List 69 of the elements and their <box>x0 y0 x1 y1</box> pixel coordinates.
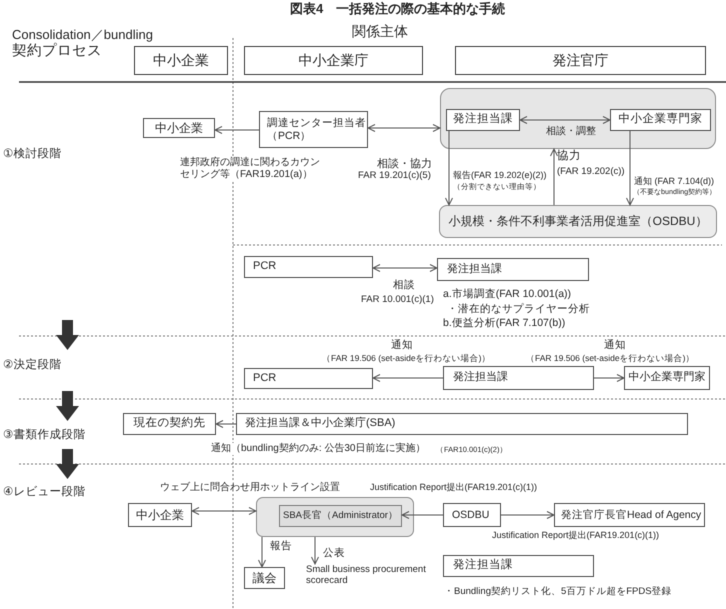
arrow <box>550 148 558 206</box>
actor-box: 現在の契約先 <box>123 413 216 435</box>
note-text: ・Bundling契約リスト化、5百万ドル超をFPDS登録 <box>444 586 672 598</box>
arrow <box>445 130 453 206</box>
node-text: Small business procurement scorecard <box>306 564 440 591</box>
edge-label: 通知 <box>604 339 626 352</box>
arrow <box>402 511 444 519</box>
header-box: 中小企業庁 <box>244 46 423 75</box>
reference-text: FAR 10.001(c)(1) <box>361 294 434 306</box>
edge-label: 相談 <box>393 279 415 292</box>
group-box <box>440 88 716 149</box>
office-box: 小規模・条件不利事業者活用促進室（OSDBU） <box>439 205 717 238</box>
note-text: b.便益分析(FAR 7.107(b)) <box>443 317 566 330</box>
edge-label: Justification Report提出(FAR19.201(c)(1)) <box>492 530 660 541</box>
actor-box: 発注官庁長官Head of Agency <box>554 503 705 527</box>
actor-box: 議会 <box>244 567 285 589</box>
edge-label: 報告(FAR 19.202(e)(2)) <box>453 170 547 181</box>
edge-label: 相談・調整 <box>546 126 596 138</box>
edge-label: 協力 <box>557 150 581 164</box>
arrow <box>216 420 236 428</box>
arrow <box>368 124 440 132</box>
header-box: 発注官庁 <box>455 46 706 75</box>
edge-label: 相談・協力 <box>377 158 432 171</box>
reference-text: (FAR 19.202(c)) <box>557 166 625 178</box>
arrow <box>520 116 610 124</box>
reference-text: FAR 19.201(c)(5) <box>358 170 431 182</box>
actor-box: 中小企業専門家 <box>610 109 711 131</box>
actor-box: 調達センター担当者 （PCR） <box>259 111 368 148</box>
arrow <box>500 511 554 519</box>
actor-box: 発注担当課 <box>443 366 594 390</box>
actor-box: 発注担当課 <box>437 258 589 281</box>
stage-label: ③書類作成段階 <box>3 429 86 443</box>
header-box: 中小企業 <box>134 46 228 75</box>
arrow <box>372 374 444 382</box>
edge-label: Justification Report提出(FAR19.201(c)(1)) <box>370 482 538 493</box>
edge-label: 通知 <box>391 339 413 352</box>
arrow <box>311 536 319 564</box>
actor-box: PCR <box>244 368 373 389</box>
column-heading: 契約プロセス <box>12 43 102 60</box>
arrow <box>594 374 624 382</box>
arrow <box>214 126 260 134</box>
note-text: a.市場調査(FAR 10.001(a)) <box>443 288 572 301</box>
edge-label: 通知 (FAR 7.104(d)) <box>634 176 714 187</box>
stage-label: ④レビュー段階 <box>3 486 86 500</box>
actor-box: 中小企業 <box>143 118 215 138</box>
reference-text: （FAR 19.506 (set-asideを行わない場合)） <box>526 353 694 364</box>
column-heading: Consolidation／bundling <box>12 27 153 42</box>
stage-label: ①検討段階 <box>3 148 62 162</box>
group-box <box>256 497 414 537</box>
actor-box: 発注担当課 <box>443 555 594 577</box>
arrow <box>258 536 266 568</box>
heading: 関係主体 <box>352 23 408 40</box>
edge-label: 公表 <box>323 547 345 560</box>
actor-box: 中小企業専門家 <box>624 366 710 390</box>
actor-box: SBA長官（Administrator） <box>279 505 402 527</box>
actor-box: 発注担当課 <box>446 109 520 131</box>
actor-box: OSDBU <box>443 503 501 527</box>
actor-box: 中小企業 <box>128 503 192 527</box>
actor-box: 発注担当課＆中小企業庁(SBA) <box>236 413 688 435</box>
edge-label: ウェブ上に問合わせ用ホットライン設置 <box>160 482 340 494</box>
arrow <box>192 507 256 515</box>
actor-box: PCR <box>244 256 373 278</box>
reference-text: （FAR 19.506 (set-asideを行わない場合)） <box>322 353 490 364</box>
arrow <box>372 264 438 272</box>
stage-label: ②決定段階 <box>3 359 62 373</box>
title: 図表4 一括発注の際の基本的な手続 <box>290 1 506 17</box>
edge-label: 報告 <box>270 540 292 553</box>
note-text: ・潜在的なサプライヤー分析 <box>447 303 590 316</box>
arrow <box>626 130 634 206</box>
